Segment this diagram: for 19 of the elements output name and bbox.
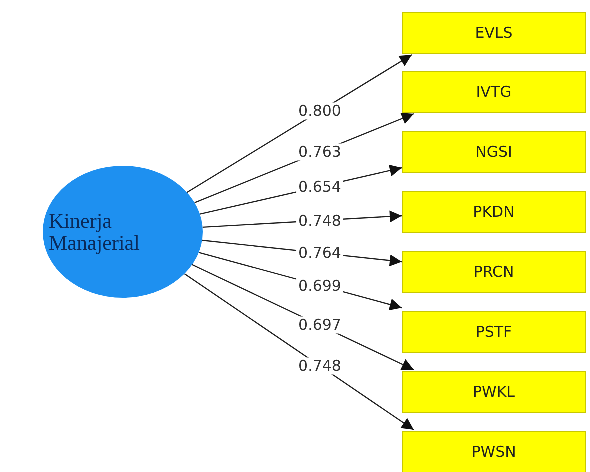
edge-label: 0.764: [296, 244, 344, 262]
arrow: [186, 54, 412, 194]
edge-label: 0.748: [296, 212, 344, 229]
indicator-box: PWSN: [402, 431, 586, 472]
variable-label: Kinerja Manajerial: [49, 210, 141, 254]
edge-label: 0.748: [296, 358, 344, 374]
edge-label: 0.654: [296, 178, 344, 196]
indicator-box: PSTF: [402, 311, 586, 353]
indicator-box: PRCN: [402, 251, 586, 293]
edge-label: 0.763: [296, 144, 344, 160]
edge-label: 0.699: [296, 277, 344, 294]
indicator-box: NGSI: [402, 131, 586, 173]
indicator-box: PKDN: [402, 191, 586, 233]
indicator-box: IVTG: [402, 71, 586, 113]
indicator-box: EVLS: [402, 12, 586, 54]
indicator-box: PWKL: [402, 371, 586, 413]
edge-label: 0.800: [296, 103, 344, 120]
arrow: [184, 274, 414, 430]
edge-label: 0.697: [296, 317, 344, 334]
